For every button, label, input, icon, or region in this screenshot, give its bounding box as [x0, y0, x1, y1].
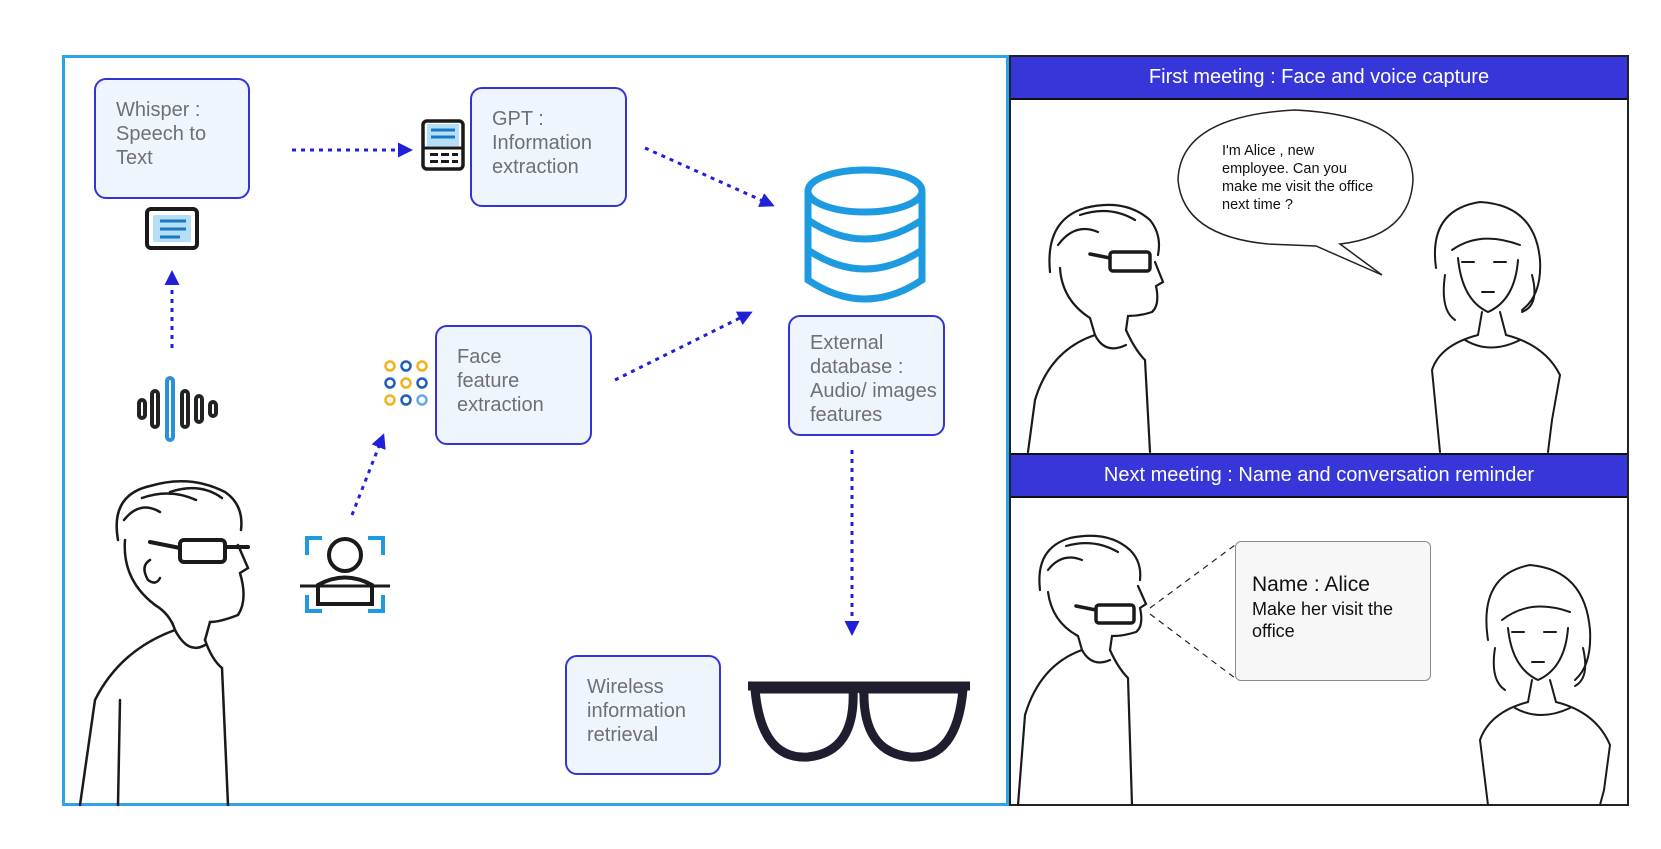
next-meeting-banner: Next meeting : Name and conversation rem…: [1011, 453, 1627, 498]
reminder-note: Make her visit the office: [1252, 599, 1394, 641]
first-meeting-banner: First meeting : Face and voice capture: [1011, 57, 1627, 100]
speech-bubble-text: I'm Alice , new employee. Can you make m…: [1222, 143, 1374, 213]
face-feature-box: Face feature extraction: [435, 325, 592, 445]
wireless-box: Wireless information retrieval: [565, 655, 721, 775]
whisper-box: Whisper : Speech to Text: [94, 78, 250, 199]
reminder-card: Name : Alice Make her visit the office: [1235, 541, 1431, 681]
gpt-box: GPT : Information extraction: [470, 87, 627, 207]
database-box: External database : Audio/ images featur…: [788, 315, 945, 436]
reminder-name: Name : Alice: [1252, 573, 1370, 596]
